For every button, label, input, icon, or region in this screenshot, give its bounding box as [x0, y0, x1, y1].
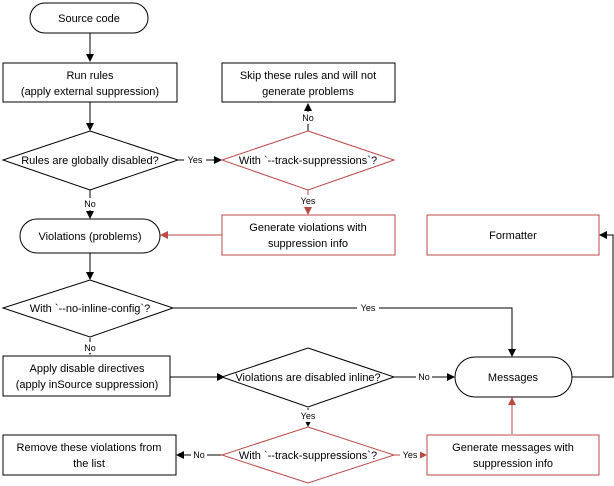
node-generate-violations-line1: Generate violations with: [249, 222, 366, 234]
node-run-rules-line2: (apply external suppression): [21, 86, 159, 98]
node-apply-disable: Apply disable directives (apply inSource…: [2, 355, 171, 397]
label-no-disabled-inline: No: [418, 372, 430, 382]
node-remove-violations-line1: Remove these violations from: [17, 442, 162, 454]
node-formatter: Formatter: [426, 214, 600, 256]
label-yes-global: Yes: [188, 155, 203, 165]
node-messages-label: Messages: [488, 372, 539, 384]
node-disabled-inline-label: Violations are disabled inline?: [235, 372, 380, 384]
label-yes-disabled-inline: Yes: [301, 411, 316, 421]
node-messages: Messages: [454, 356, 573, 398]
node-track-suppressions-top: With `--track-suppressions`?: [220, 130, 396, 191]
node-globally-disabled-label: Rules are globally disabled?: [21, 155, 159, 167]
node-skip-rules: Skip these rules and will not generate p…: [221, 62, 396, 103]
node-track-suppressions-top-label: With `--track-suppressions`?: [239, 155, 377, 167]
node-violations: Violations (problems): [19, 218, 161, 254]
node-generate-violations-line2: suppression info: [268, 238, 348, 250]
node-track-suppressions-bottom-label: With `--track-suppressions`?: [239, 450, 377, 462]
label-no-skip: No: [302, 113, 314, 123]
node-remove-violations: Remove these violations from the list: [2, 434, 177, 476]
node-run-rules: Run rules (apply external suppression): [2, 62, 178, 103]
node-skip-rules-line1: Skip these rules and will not: [240, 70, 376, 82]
node-formatter-label: Formatter: [489, 230, 537, 242]
node-apply-disable-line1: Apply disable directives: [30, 363, 145, 375]
node-no-inline-config-label: With `--no-inline-config`?: [30, 303, 150, 315]
node-source-code: Source code: [29, 2, 149, 34]
node-run-rules-line1: Run rules: [66, 70, 114, 82]
node-track-suppressions-bottom: With `--track-suppressions`?: [220, 426, 396, 484]
node-remove-violations-line2: the list: [73, 458, 105, 470]
label-no-track-bottom: No: [193, 450, 205, 460]
label-yes-noinline: Yes: [361, 303, 376, 313]
node-skip-rules-line2: generate problems: [262, 86, 354, 98]
node-generate-messages-line1: Generate messages with: [452, 442, 574, 454]
label-yes-track-bottom: Yes: [403, 450, 418, 460]
edge-noinline-yes: [173, 307, 516, 357]
node-disabled-inline: Violations are disabled inline?: [220, 347, 396, 408]
node-source-code-label: Source code: [58, 13, 120, 25]
node-apply-disable-line2: (apply inSource suppression): [16, 379, 158, 391]
label-no-noinline: No: [84, 343, 96, 353]
node-no-inline-config: With `--no-inline-config`?: [1, 279, 175, 338]
label-no-global: No: [84, 199, 96, 209]
node-globally-disabled: Rules are globally disabled?: [1, 130, 180, 191]
node-generate-violations: Generate violations with suppression inf…: [221, 214, 396, 256]
node-generate-messages: Generate messages with suppression info: [426, 434, 600, 476]
label-yes-track-top: Yes: [301, 196, 316, 206]
node-violations-label: Violations (problems): [38, 231, 141, 243]
node-generate-messages-line2: suppression info: [473, 458, 553, 470]
edge-messages-to-formatter: [572, 231, 614, 378]
